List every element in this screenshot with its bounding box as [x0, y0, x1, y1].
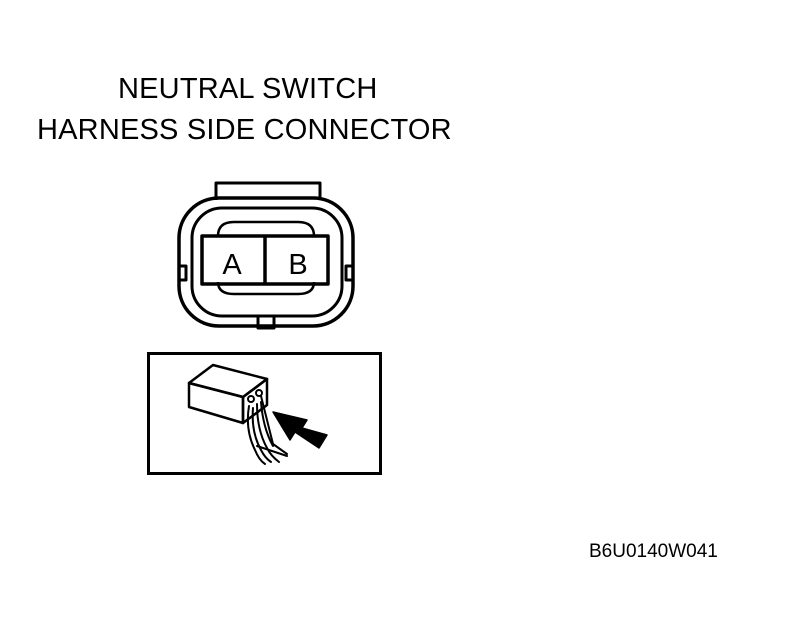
- mini-terminal-hole-2: [255, 389, 263, 397]
- wire-3: [256, 403, 280, 463]
- connector-bottom-key: [256, 316, 276, 330]
- connector-face-diagram: A B: [177, 181, 355, 330]
- wire-4: [260, 401, 274, 447]
- connector-inner-housing: [190, 206, 344, 318]
- figure-code: B6U0140W041: [589, 541, 718, 562]
- connector-upper-rail: [216, 220, 316, 237]
- connector-left-notch: [179, 264, 188, 282]
- probe-pin: [260, 395, 288, 455]
- connector-right-notch: [344, 264, 353, 282]
- wire-1: [246, 405, 266, 465]
- probe-into-connector-back-icon: [147, 352, 382, 475]
- pin-b-label: B: [288, 249, 307, 281]
- connector-lower-rail: [216, 281, 316, 296]
- mini-connector-left: [187, 381, 245, 425]
- mini-connector-right: [241, 377, 269, 425]
- insert-arrow-icon: [272, 411, 328, 449]
- connector-lock-tab: [214, 181, 322, 200]
- pin-a-label: A: [222, 249, 242, 281]
- probe-lead: [256, 445, 288, 457]
- title-line-1: NEUTRAL SWITCH: [118, 73, 378, 105]
- connector-outer-housing: [177, 196, 355, 328]
- wire-2: [251, 407, 272, 463]
- inset-frame: [147, 352, 382, 475]
- mini-terminal-hole-1: [247, 395, 255, 403]
- title-line-2: HARNESS SIDE CONNECTOR: [37, 114, 452, 146]
